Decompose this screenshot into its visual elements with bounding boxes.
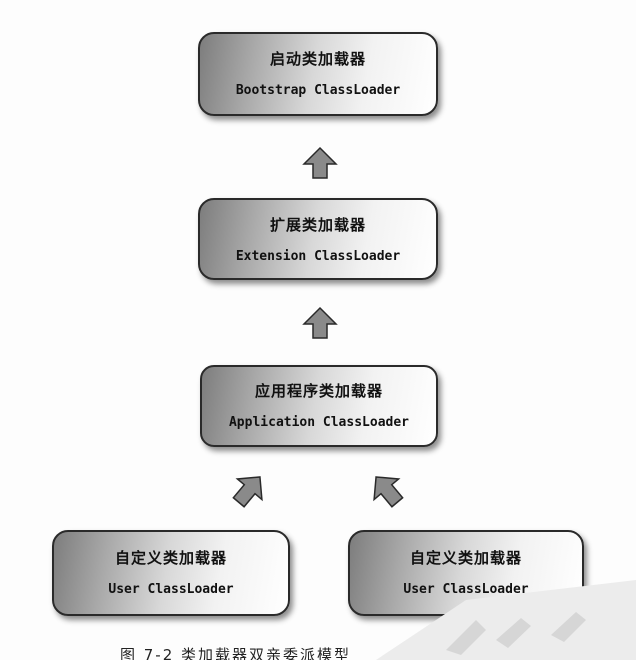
up-arrow-icon xyxy=(302,306,338,340)
node-title-en: User ClassLoader xyxy=(403,582,529,597)
node-title-zh: 应用程序类加载器 xyxy=(254,382,383,400)
node-title-en: Bootstrap ClassLoader xyxy=(235,83,401,98)
node-title-zh: 自定义类加载器 xyxy=(114,549,227,567)
up-arrow-icon xyxy=(302,146,338,180)
up-right-arrow-icon xyxy=(228,470,270,510)
figure-caption: 图 7-2 类加载器双亲委派模型 xyxy=(120,646,352,660)
node-title-zh: 启动类加载器 xyxy=(269,50,366,68)
node-title-en: Extension ClassLoader xyxy=(235,249,401,264)
bootstrap-classloader-node: 启动类加载器 Bootstrap ClassLoader xyxy=(198,32,438,116)
extension-classloader-node: 扩展类加载器 Extension ClassLoader xyxy=(198,198,438,280)
application-classloader-node: 应用程序类加载器 Application ClassLoader xyxy=(200,365,438,447)
node-title-zh: 自定义类加载器 xyxy=(409,549,522,567)
node-title-en: Application ClassLoader xyxy=(228,415,409,430)
up-left-arrow-icon xyxy=(366,470,408,510)
node-title-en: User ClassLoader xyxy=(108,582,234,597)
user-classloader-node-right: 自定义类加载器 User ClassLoader xyxy=(348,530,584,616)
user-classloader-node-left: 自定义类加载器 User ClassLoader xyxy=(52,530,290,616)
node-title-zh: 扩展类加载器 xyxy=(269,216,366,234)
